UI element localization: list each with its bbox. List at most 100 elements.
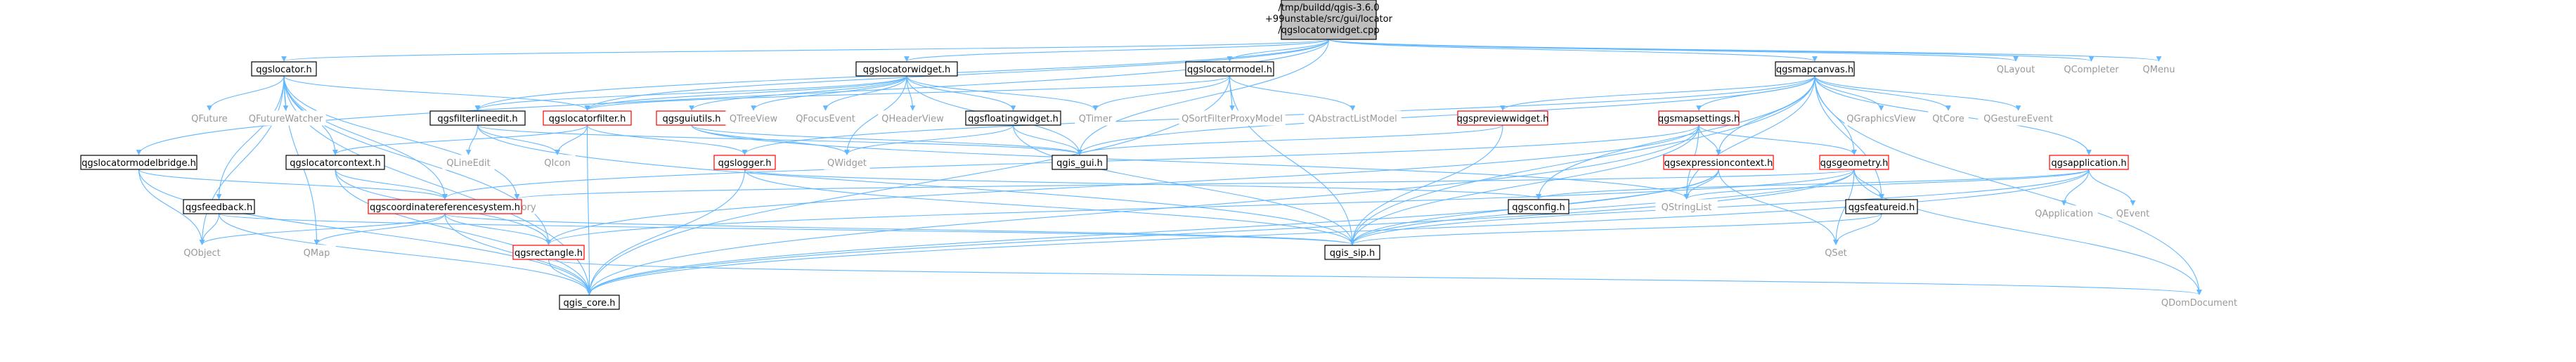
node-qevent-label: QEvent	[2116, 209, 2149, 219]
node-qcompleter-label: QCompleter	[2064, 65, 2119, 75]
edge-qgsgeometry-to-qdomdocument	[1853, 169, 2202, 295]
node-qfocusevent-label: QFocusEvent	[796, 114, 855, 124]
edge-root-to-qgslocatorfilter	[584, 39, 1330, 111]
node-qobject-label: QObject	[183, 248, 221, 259]
node-qgslocator-label: qgslocator.h	[256, 65, 312, 75]
edge-qgslocatormodel-to-qgis_sip	[1229, 75, 1355, 245]
node-qgsgeometry-box	[1819, 155, 1889, 170]
node-qgslocatormodel[interactable]: qgslocatormodel.h	[1185, 61, 1274, 77]
node-qmap-box	[297, 245, 336, 260]
edge-qgsrectangle-to-qdomdocument	[548, 259, 2202, 295]
node-qgestureevent-box	[1978, 110, 2059, 126]
node-qgsexpressioncontext-label: qgsexpressioncontext.h	[1664, 158, 1773, 169]
node-qgsmapsettings[interactable]: qgsmapsettings.h	[1658, 110, 1740, 126]
node-qgis_gui[interactable]: qgis_gui.h	[1051, 155, 1108, 170]
node-qgslocatorfilter-label: qgslocatorfilter.h	[549, 114, 626, 124]
node-qcompleter: QCompleter	[2062, 61, 2121, 77]
edge-qgslocatormodel-to-qabstractlistmodel	[1229, 75, 1356, 111]
node-qlayout-label: QLayout	[1997, 65, 2035, 75]
edge-qgsapplication-to-qgis_core	[586, 169, 2090, 295]
node-qgsfilterlineedit-label: qgsfilterlineedit.h	[437, 114, 517, 124]
node-qgsmapsettings-box	[1658, 110, 1740, 126]
edge-qgsgeometry-to-qgis_core	[586, 169, 1855, 295]
node-qgslocatormodelbridge[interactable]: qgslocatormodelbridge.h	[80, 155, 198, 170]
edge-qgsmapcanvas-to-qgis_gui	[1077, 75, 1816, 155]
node-qabstractlistmodel-label: QAbstractListModel	[1308, 114, 1397, 124]
edge-qgsmapsettings-to-qgis_core	[586, 124, 1700, 295]
node-qgsconfig[interactable]: qgsconfig.h	[1508, 199, 1569, 214]
edge-qgsapplication-to-qapplication	[2061, 169, 2090, 206]
node-qgscoordinatereferencesystem-box	[368, 199, 522, 214]
node-qgsapplication[interactable]: qgsapplication.h	[2049, 155, 2129, 170]
node-qgslocatorfilter[interactable]: qgslocatorfilter.h	[543, 110, 632, 126]
node-qgsexpressioncontext[interactable]: qgsexpressioncontext.h	[1663, 155, 1774, 170]
node-qgsmapcanvas[interactable]: qgsmapcanvas.h	[1775, 61, 1855, 77]
node-root[interactable]: /tmp/buildd/qgis-3.6.0+99unstable/src/gu…	[1265, 0, 1393, 40]
node-qfocusevent-box	[791, 110, 860, 126]
node-qheaderview-label: QHeaderView	[881, 114, 944, 124]
edge-qgsmapcanvas-to-qgraphicsview	[1814, 75, 1884, 111]
node-qapplication-label: QApplication	[2035, 209, 2093, 219]
node-qmap-label: QMap	[304, 248, 330, 259]
node-qgslocatorcontext[interactable]: qgslocatorcontext.h	[285, 155, 385, 170]
node-qdomdocument: QDomDocument	[2159, 295, 2239, 310]
node-qlineedit-box	[442, 155, 495, 170]
node-qtimer-box	[1075, 110, 1116, 126]
node-qgsguiutils-label: qgsguiutils.h	[662, 114, 720, 124]
edge-qgsguiutils-to-qstringlist	[691, 124, 1690, 200]
edge-qgsmapcanvas-to-qgestureevent	[1814, 75, 2021, 111]
node-qgslogger[interactable]: qgslogger.h	[713, 155, 776, 170]
node-qgscoordinatereferencesystem-label: qgscoordinatereferencesystem.h	[370, 202, 520, 213]
edge-qgsapplication-to-qgis_sip	[1350, 169, 2090, 245]
node-qwidget-label: QWidget	[827, 158, 867, 169]
edge-qgsguiutils-to-qwidget	[691, 124, 850, 155]
edge-root-to-qgslocator	[281, 39, 1330, 62]
node-qgsrectangle[interactable]: qgsrectangle.h	[512, 245, 585, 260]
edge-qgsfloatingwidget-to-qwidget	[844, 124, 1014, 155]
edge-qgslocator-to-qgscoordinatereferencesystem	[283, 75, 448, 200]
node-qgscoordinatereferencesystem[interactable]: qgscoordinatereferencesystem.h	[368, 199, 522, 214]
node-qgsfilterlineedit-box	[429, 110, 526, 126]
edge-qgslocator-to-memory	[283, 75, 520, 200]
node-qheaderview: QHeaderView	[878, 110, 947, 126]
node-qgslocator[interactable]: qgslocator.h	[251, 61, 317, 77]
node-qgsguiutils[interactable]: qgsguiutils.h	[656, 110, 727, 126]
edge-qgsmapcanvas-to-qtcore	[1814, 75, 1951, 111]
node-qapplication: QApplication	[2030, 205, 2098, 221]
node-qgslocatorwidget-box	[855, 61, 958, 77]
node-qtcore-box	[1928, 110, 1969, 126]
node-qgslocatorcontext-box	[285, 155, 385, 170]
node-qgsfilterlineedit[interactable]: qgsfilterlineedit.h	[429, 110, 526, 126]
edge-qgscoordinatereferencesystem-to-qgis_sip	[444, 213, 1355, 245]
node-qtimer-label: QTimer	[1079, 114, 1113, 124]
edge-qgslocator-to-qobject	[199, 75, 285, 245]
node-qstringlist-box	[1655, 199, 1718, 214]
node-qgsfloatingwidget[interactable]: qgsfloatingwidget.h	[965, 110, 1061, 126]
node-qgis_sip-label: qgis_sip.h	[1330, 248, 1375, 259]
edge-qgsexpressioncontext-to-qset	[1718, 169, 1839, 245]
node-qfuturewatcher-box	[245, 110, 326, 126]
edge-qgsapplication-to-qstringlist	[1683, 169, 2090, 200]
node-qgsfeatureid[interactable]: qgsfeatureid.h	[1845, 199, 1918, 214]
node-qgsfeedback-label: qgsfeedback.h	[186, 202, 252, 213]
edge-qgslocatormodel-to-qgis_core	[586, 75, 1231, 295]
node-qgsgeometry[interactable]: qgsgeometry.h	[1819, 155, 1889, 170]
node-qset: QSet	[1818, 245, 1853, 260]
edge-qgspreviewwidget-to-qgis_sip	[1350, 124, 1503, 245]
edge-qgslocator-to-qgsfeedback	[216, 75, 285, 200]
node-qgslocatorwidget[interactable]: qgslocatorwidget.h	[855, 61, 958, 77]
node-qmenu-label: QMenu	[2143, 65, 2175, 75]
edge-root-to-qlayout	[1328, 39, 2019, 62]
node-qgraphicsview: QGraphicsView	[1844, 110, 1918, 126]
node-qgsfeedback[interactable]: qgsfeedback.h	[183, 199, 255, 214]
node-qgis_core[interactable]: qgis_core.h	[559, 295, 620, 310]
edge-qgsmapsettings-to-qgsgeometry	[1698, 124, 1857, 155]
node-qgslocatorfilter-box	[543, 110, 632, 126]
node-qgis_sip[interactable]: qgis_sip.h	[1324, 245, 1380, 260]
node-qgsmapcanvas-label: qgsmapcanvas.h	[1776, 65, 1853, 75]
edge-qgscoordinatereferencesystem-to-qobject	[199, 213, 446, 245]
node-qgspreviewwidget[interactable]: qgspreviewwidget.h	[1457, 110, 1549, 126]
node-qabstractlistmodel: QAbstractListModel	[1304, 110, 1402, 126]
node-qdomdocument-box	[2159, 295, 2239, 310]
